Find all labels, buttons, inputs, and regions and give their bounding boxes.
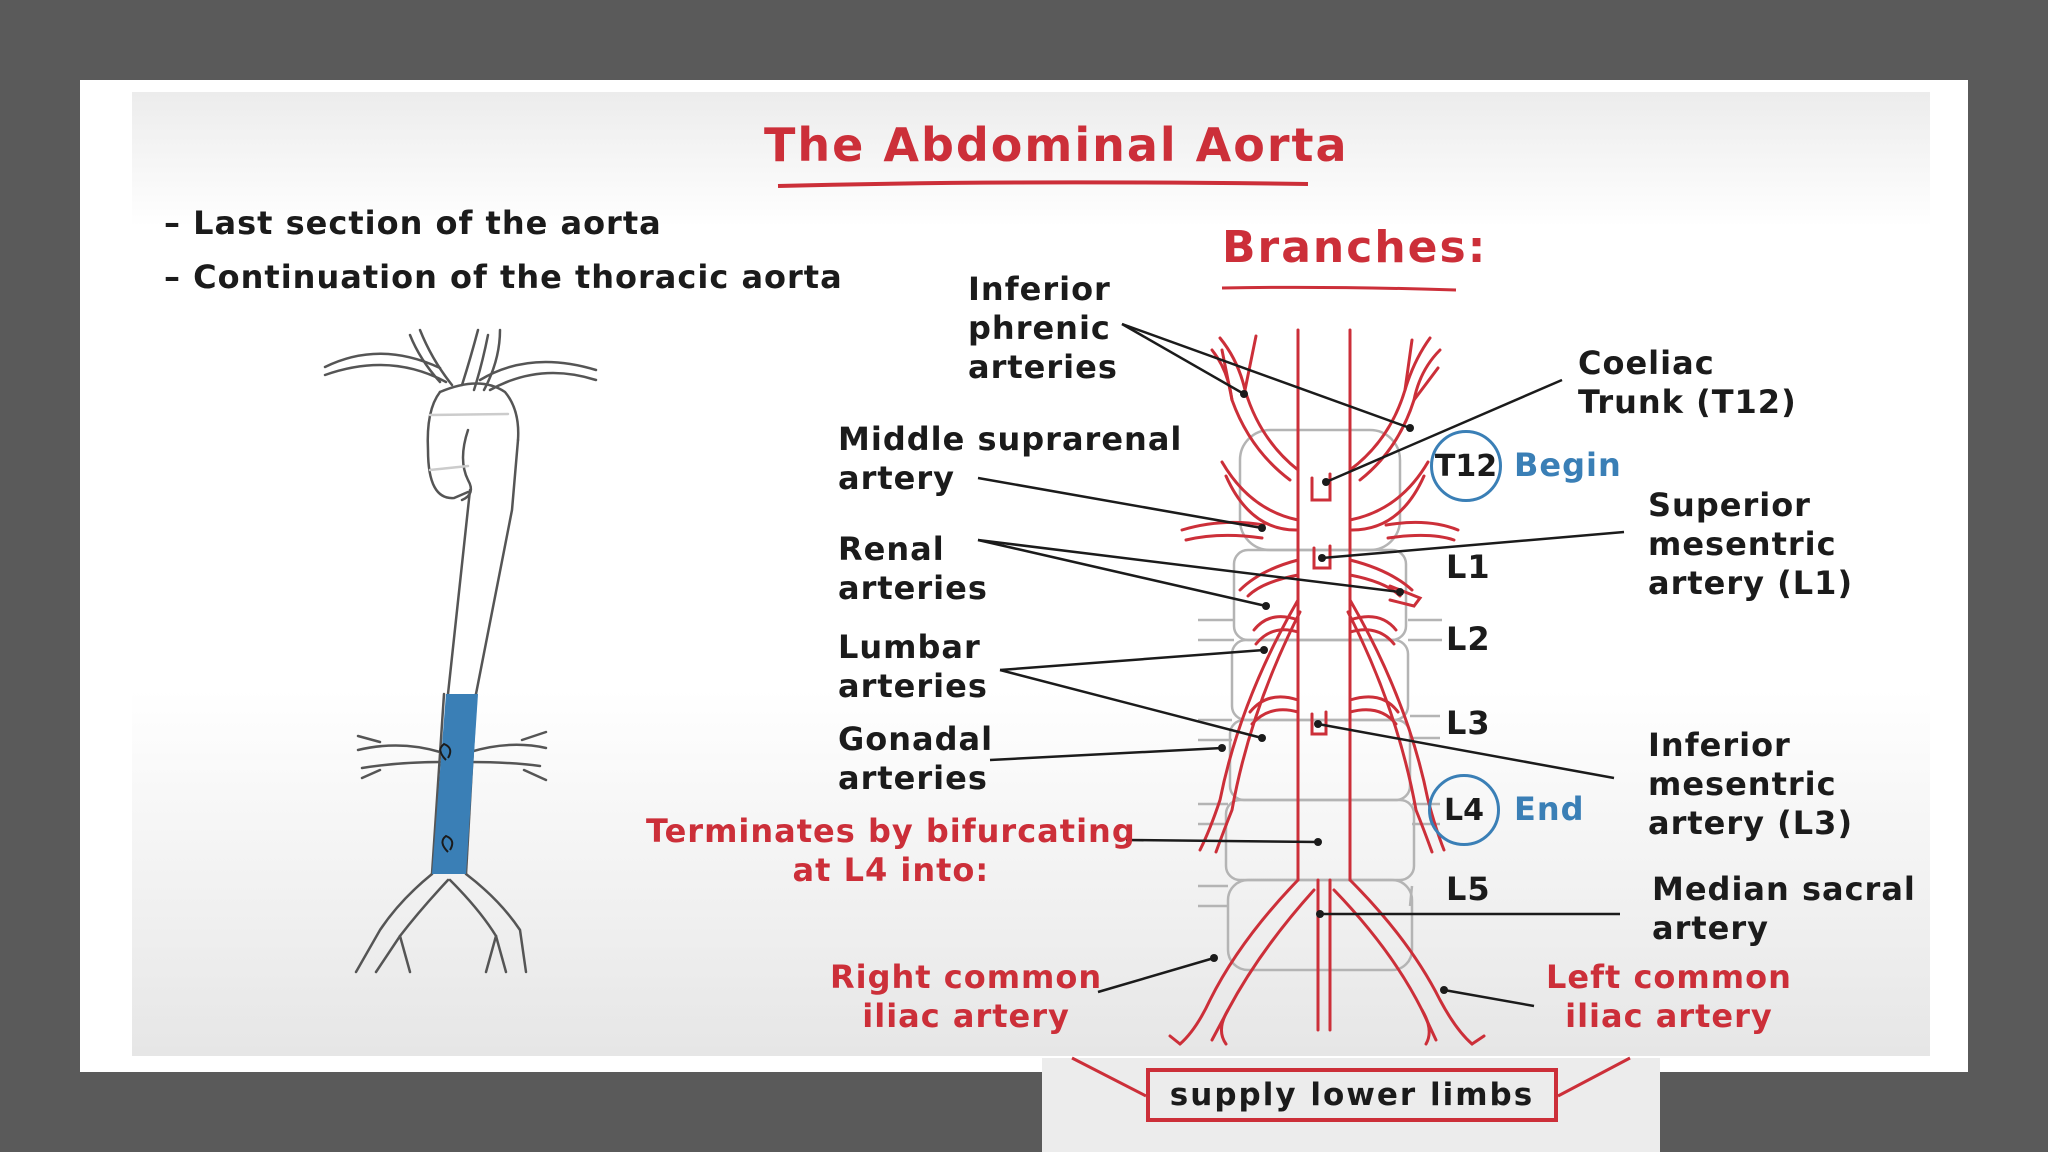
label-lumbar: Lumbar arteries	[838, 628, 988, 705]
abdominal-aorta-highlight	[432, 694, 478, 874]
label-inferior-mesenteric: Inferior mesentric artery (L3)	[1648, 726, 1854, 842]
l4-label: L4	[1444, 792, 1484, 828]
label-terminates: Terminates by bifurcating at L4 into:	[646, 812, 1136, 889]
l1-label: L1	[1446, 548, 1491, 586]
vertebral-column	[1198, 428, 1442, 972]
end-label: End	[1514, 790, 1585, 828]
branches-heading: Branches:	[1222, 222, 1488, 273]
slide	[80, 80, 1968, 1072]
supply-connector-left	[1071, 1056, 1147, 1098]
l5-label: L5	[1446, 870, 1491, 908]
l4-circle: L4	[1428, 774, 1500, 846]
t12-label: T12	[1434, 448, 1498, 484]
begin-label: Begin	[1514, 446, 1622, 484]
label-left-common-iliac: Left common iliac artery	[1546, 958, 1792, 1035]
slide-content	[132, 92, 1930, 1056]
label-renal: Renal arteries	[838, 530, 988, 607]
label-superior-mesenteric: Superior mesentric artery (L1)	[1648, 486, 1854, 602]
supply-lower-limbs-box: supply lower limbs	[1146, 1068, 1558, 1122]
pointer-dots	[1210, 390, 1448, 994]
bullet-continuation: – Continuation of the thoracic aorta	[164, 258, 843, 296]
title-underline	[777, 180, 1309, 188]
label-right-common-iliac: Right common iliac artery	[830, 958, 1103, 1035]
branches-underline	[1221, 285, 1457, 292]
l3-label: L3	[1446, 704, 1491, 742]
aorta-overview-drawing	[323, 328, 598, 974]
pointer-lines	[977, 322, 1625, 1008]
t12-circle: T12	[1430, 430, 1502, 502]
label-middle-suprarenal: Middle suprarenal artery	[838, 420, 1183, 497]
abdominal-aorta-detailed	[1168, 328, 1486, 1046]
label-inferior-phrenic: Inferior phrenic arteries	[968, 270, 1118, 386]
l2-label: L2	[1446, 620, 1491, 658]
page-title: The Abdominal Aorta	[764, 118, 1349, 172]
supply-label: supply lower limbs	[1169, 1077, 1535, 1113]
label-median-sacral: Median sacral artery	[1652, 870, 1916, 947]
supply-connector-right	[1557, 1056, 1631, 1098]
label-gonadal: Gonadal arteries	[838, 720, 994, 797]
label-coeliac-trunk: Coeliac Trunk (T12)	[1578, 344, 1797, 421]
bullet-last-section: – Last section of the aorta	[164, 204, 662, 242]
